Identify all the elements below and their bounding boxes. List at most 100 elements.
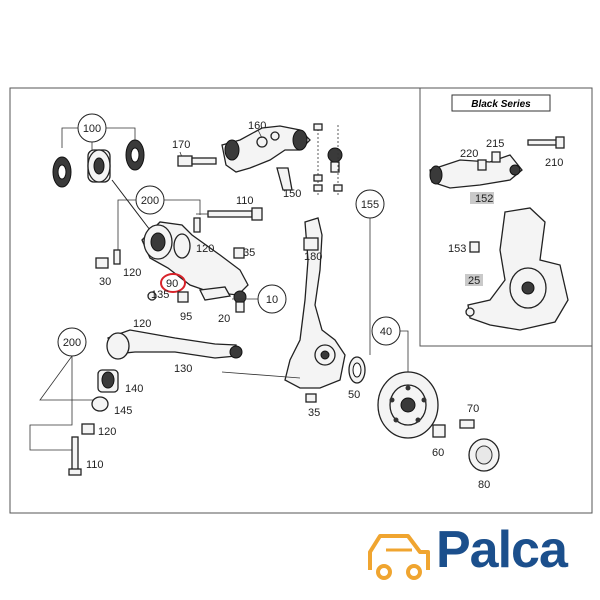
knuckle-hub-hole bbox=[320, 350, 330, 360]
bushing-right-hole bbox=[130, 147, 140, 163]
label-90: 90 bbox=[166, 278, 178, 290]
label-145: 145 bbox=[114, 405, 132, 417]
nut-153 bbox=[469, 241, 480, 253]
callout-200-bottom-lines bbox=[29, 355, 95, 451]
black-series-panel bbox=[419, 87, 593, 347]
strut-arm-bushing bbox=[106, 332, 130, 360]
hub-stud-4 bbox=[393, 417, 399, 423]
washer-135 bbox=[147, 291, 157, 301]
label-60: 60 bbox=[432, 447, 444, 459]
nut-upper-4 bbox=[333, 184, 343, 192]
upper-ball-joint bbox=[327, 147, 343, 163]
upper-arm-washer bbox=[270, 131, 280, 141]
nut-30 bbox=[95, 257, 109, 269]
logo-text: Palca bbox=[436, 521, 568, 579]
label-152-box bbox=[470, 192, 494, 204]
label-120-c: 120 bbox=[133, 318, 151, 330]
label-50: 50 bbox=[348, 389, 360, 401]
label-130: 130 bbox=[174, 363, 192, 375]
callout-200-top-lines bbox=[117, 199, 201, 250]
callout-100-label: 100 bbox=[83, 123, 101, 135]
callout-100-lines bbox=[61, 127, 136, 150]
bolt-170-shank bbox=[191, 157, 217, 165]
upper-arm-bracket bbox=[276, 167, 293, 191]
upper-ball-joint-stud bbox=[330, 161, 340, 173]
label-140: 140 bbox=[125, 383, 143, 395]
palca-logo bbox=[368, 534, 430, 580]
nut-120-bottom bbox=[81, 423, 95, 435]
label-35-bottom: 35 bbox=[308, 407, 320, 419]
hub-stud-2 bbox=[421, 397, 427, 403]
callout-155-label: 155 bbox=[361, 199, 379, 211]
bolt-110-head bbox=[251, 207, 263, 221]
lower-ball-joint bbox=[233, 290, 247, 304]
nut-35-top bbox=[233, 247, 245, 259]
upper-arm-bushing-front bbox=[224, 139, 240, 161]
bolt-70 bbox=[459, 419, 475, 429]
label-110-top: 110 bbox=[236, 195, 254, 207]
label-180: 180 bbox=[304, 251, 322, 263]
sensor-60 bbox=[432, 424, 446, 438]
callout-40-line bbox=[400, 330, 409, 380]
hub-stud-5 bbox=[389, 397, 395, 403]
label-210: 210 bbox=[545, 157, 563, 169]
black-series-knuckle bbox=[467, 207, 569, 331]
bolt-35-bottom bbox=[305, 393, 317, 403]
bs-hub-center bbox=[521, 281, 535, 295]
label-70: 70 bbox=[467, 403, 479, 415]
callout-200-bottom-label: 200 bbox=[63, 337, 81, 349]
wheel-hub-center bbox=[400, 397, 416, 413]
bolt-110-bottom-head bbox=[68, 468, 82, 476]
label-220: 220 bbox=[460, 148, 478, 160]
steering-knuckle bbox=[284, 217, 346, 389]
nut-upper-2 bbox=[313, 174, 323, 182]
leader-160 bbox=[257, 129, 263, 139]
label-120-d: 120 bbox=[98, 426, 116, 438]
washer-145 bbox=[91, 396, 109, 412]
label-35-top: 35 bbox=[243, 247, 255, 259]
dust-cap-80-inner bbox=[475, 445, 493, 465]
label-95: 95 bbox=[180, 311, 192, 323]
bolt-170-head bbox=[177, 155, 193, 167]
washer-120-left bbox=[113, 249, 121, 265]
label-30: 30 bbox=[99, 276, 111, 288]
nut-215 bbox=[491, 151, 501, 163]
washer-120-top bbox=[193, 217, 201, 233]
bs-ball-joint bbox=[509, 164, 521, 176]
label-120-a: 120 bbox=[196, 243, 214, 255]
black-series-title-box bbox=[451, 94, 551, 112]
label-153: 153 bbox=[448, 243, 466, 255]
callout-10-label: 10 bbox=[266, 294, 278, 306]
callout-40-label: 40 bbox=[380, 326, 392, 338]
upper-arm-nut bbox=[256, 136, 268, 148]
bolt-210-head bbox=[555, 136, 565, 149]
wishbone-arm-end bbox=[199, 286, 232, 301]
label-25: 25 bbox=[468, 275, 480, 287]
label-110-b: 110 bbox=[86, 459, 104, 471]
nut-180 bbox=[303, 237, 319, 251]
car-icon bbox=[368, 534, 430, 580]
bs-arm-bushing bbox=[429, 165, 443, 185]
nut-upper-3 bbox=[313, 184, 323, 192]
bs-mount bbox=[465, 307, 475, 317]
wishbone-bushing-core bbox=[150, 232, 166, 252]
nut-95 bbox=[177, 291, 189, 303]
bolt-110-bottom bbox=[71, 436, 79, 472]
label-170: 170 bbox=[172, 139, 190, 151]
black-series-title: Black Series bbox=[471, 99, 531, 110]
bushing-to-arm-leader bbox=[111, 179, 151, 231]
strut-leader bbox=[221, 371, 301, 379]
wishbone-bushing-2 bbox=[173, 233, 191, 259]
callout-200-top-label: 200 bbox=[141, 195, 159, 207]
lower-ball-joint-stud bbox=[235, 301, 245, 313]
bearing-50-inner bbox=[352, 362, 362, 378]
label-152: 152 bbox=[475, 193, 493, 205]
bushing-left-hole bbox=[57, 164, 67, 180]
bolt-210 bbox=[527, 139, 559, 146]
bushing-140-core bbox=[101, 371, 115, 389]
strut-arm-ball-joint bbox=[229, 345, 243, 359]
bolt-110-shank bbox=[207, 210, 253, 218]
label-20: 20 bbox=[218, 313, 230, 325]
nut-upper-1 bbox=[313, 123, 323, 131]
hub-stud-3 bbox=[415, 417, 421, 423]
